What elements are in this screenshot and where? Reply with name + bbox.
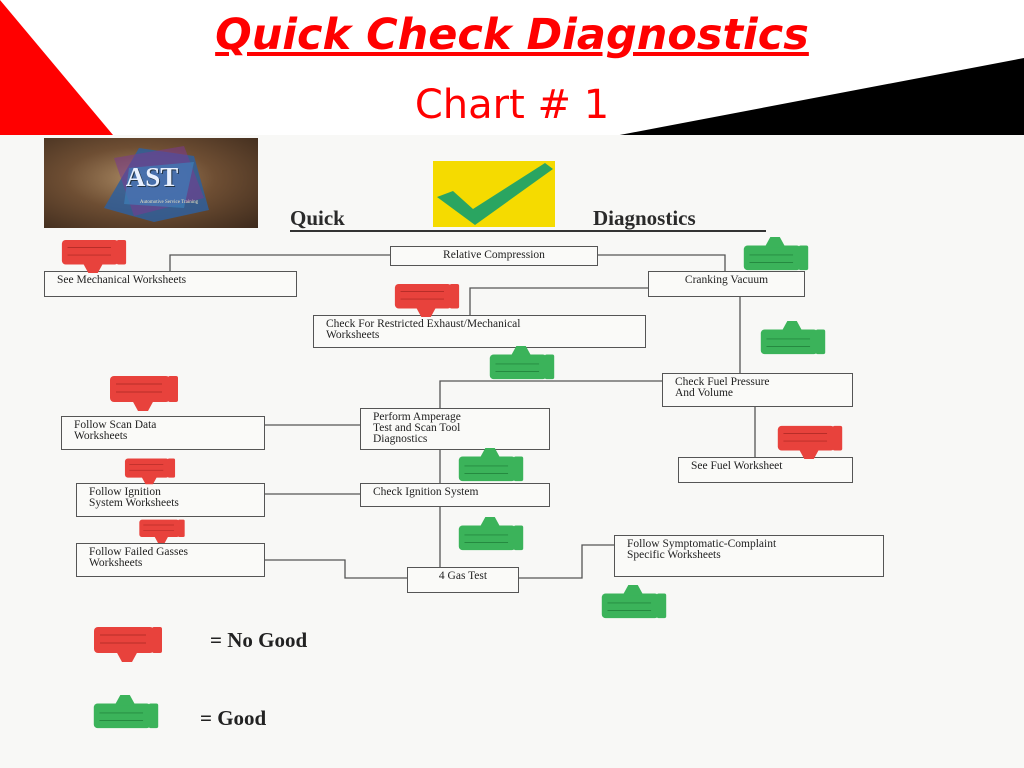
- connector-compression-vacuum: [598, 254, 726, 271]
- doc-heading-diagnostics: Diagnostics: [593, 206, 696, 230]
- node-ignition-worksheets: Follow Ignition System Worksheets: [76, 483, 265, 517]
- connector-fuel-amperage: [439, 380, 662, 408]
- connector-failed-gastest: [265, 559, 407, 579]
- node-cranking-vacuum: Cranking Vacuum: [648, 271, 805, 297]
- thumbs-down-icon: [108, 374, 180, 412]
- thumbs-down-icon: [60, 238, 128, 274]
- node-amperage-test: Perform Amperage Test and Scan Tool Diag…: [360, 408, 550, 450]
- ast-logo: AST Automotive Service Training: [44, 138, 258, 228]
- thumbs-down-icon: [122, 457, 178, 485]
- thumbs-down-icon: [393, 282, 461, 318]
- node-mechanical-worksheets: See Mechanical Worksheets: [44, 271, 297, 297]
- legend-good: = Good: [200, 706, 267, 730]
- node-gas-test: 4 Gas Test: [407, 567, 519, 593]
- legend-thumbs-up-icon: [90, 694, 162, 730]
- node-relative-compression: Relative Compression: [390, 246, 598, 266]
- thumbs-down-icon: [138, 518, 186, 544]
- node-restricted-exhaust: Check For Restricted Exhaust/Mechanical …: [313, 315, 646, 348]
- heading-underline: [290, 230, 766, 232]
- thumbs-down-icon: [774, 424, 846, 460]
- logo-text: AST: [125, 162, 179, 192]
- slide-subtitle: Chart # 1: [414, 82, 610, 128]
- node-fuel-worksheet: See Fuel Worksheet: [678, 457, 853, 483]
- connector-compression-mechanical: [169, 254, 390, 271]
- node-symptomatic: Follow Symptomatic-Complaint Specific Wo…: [614, 535, 884, 577]
- connector-vacuum-restricted: [469, 287, 648, 315]
- legend-thumbs-down-icon: [92, 625, 164, 663]
- scanned-document: [0, 135, 1024, 768]
- node-failed-gasses: Follow Failed Gasses Worksheets: [76, 543, 265, 577]
- node-fuel-pressure: Check Fuel Pressure And Volume: [662, 373, 853, 407]
- thumbs-up-icon: [740, 236, 812, 272]
- node-ignition-system: Check Ignition System: [360, 483, 550, 507]
- checkmark-badge: [433, 161, 555, 227]
- thumbs-up-icon: [598, 584, 670, 620]
- doc-heading-quick: Quick: [290, 206, 345, 230]
- node-scan-data: Follow Scan Data Worksheets: [61, 416, 265, 450]
- thumbs-up-icon: [757, 320, 829, 356]
- checkmark-icon: [437, 163, 553, 225]
- legend-no-good: = No Good: [210, 628, 308, 652]
- thumbs-up-icon: [455, 447, 527, 483]
- connector-gastest-symptomatic: [519, 544, 614, 579]
- slide-title: Quick Check Diagnostics: [215, 10, 809, 60]
- thumbs-up-icon: [455, 516, 527, 552]
- thumbs-up-icon: [486, 345, 558, 381]
- logo-tagline: Automotive Service Training: [139, 200, 199, 205]
